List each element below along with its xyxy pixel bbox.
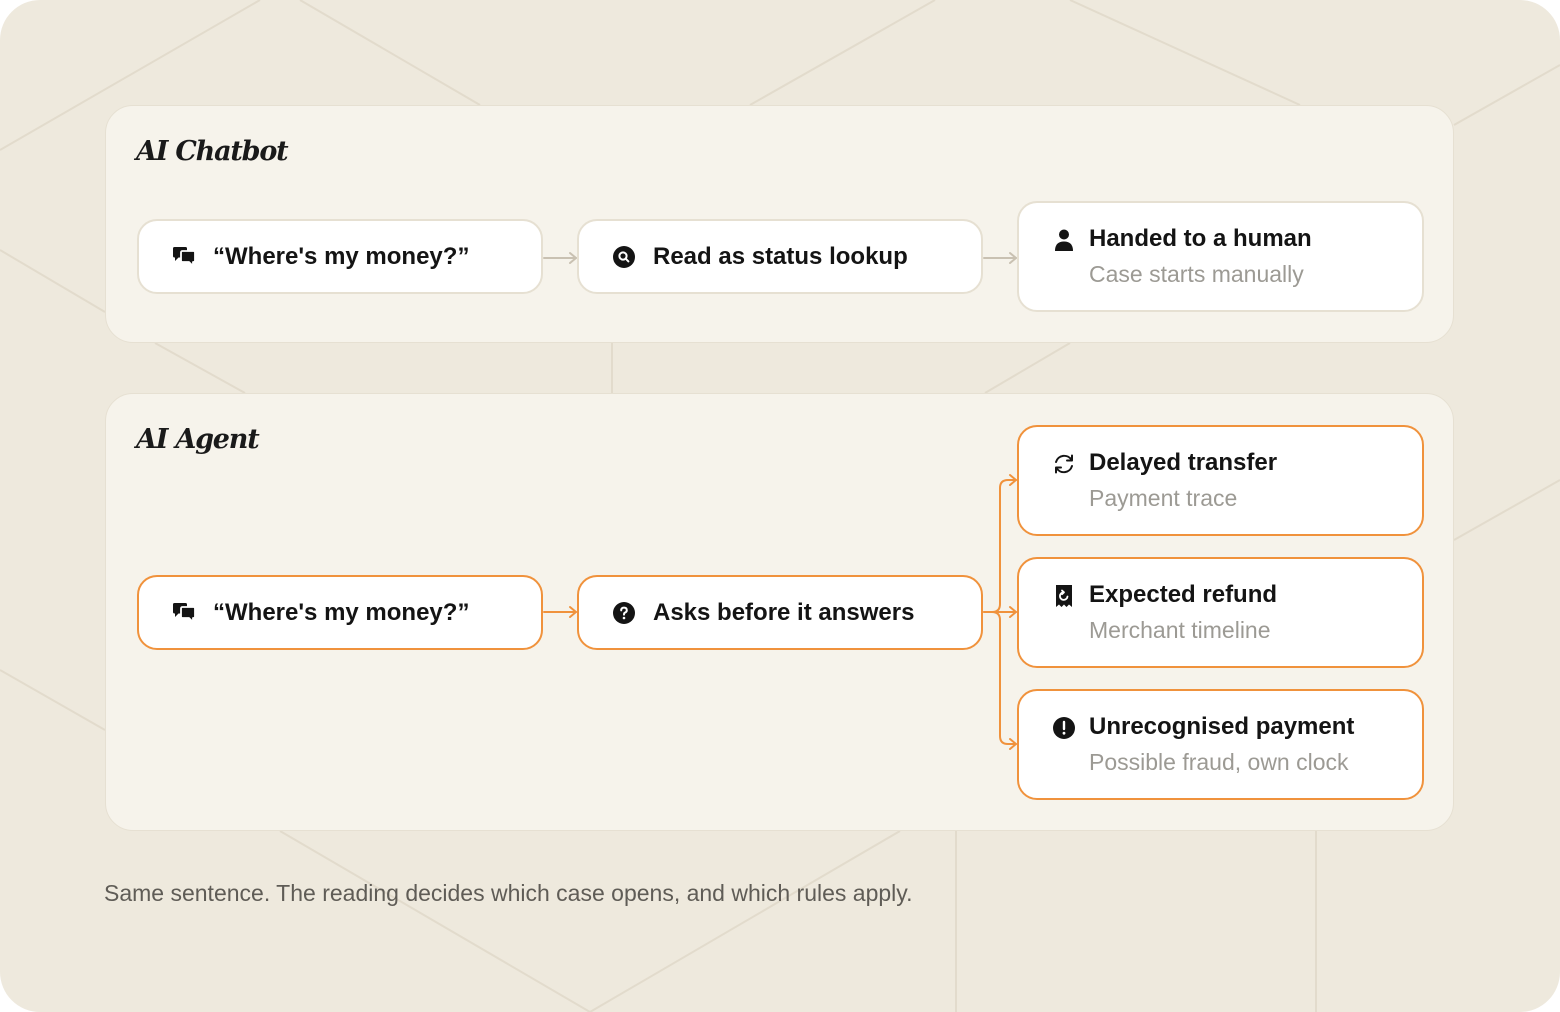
- outcome-subtitle: Possible fraud, own clock: [1089, 749, 1349, 775]
- alert-circle-icon: [1053, 717, 1075, 739]
- chatbot-panel-title: AI Chatbot: [136, 136, 289, 167]
- agent-outcome-delayed-transfer: Delayed transfer Payment trace: [1017, 425, 1424, 536]
- chatbot-outcome-subtitle: Case starts manually: [1089, 261, 1304, 287]
- person-icon: [1055, 229, 1073, 251]
- outcome-subtitle: Payment trace: [1089, 485, 1238, 511]
- question-circle-icon: [613, 601, 635, 624]
- outcome-subtitle: Merchant timeline: [1089, 617, 1271, 643]
- search-circle-icon: [613, 245, 635, 268]
- chatbot-interpret-node: Read as status lookup: [577, 219, 983, 294]
- chatbot-panel: AI Chatbot “Where's my money?” Read as s…: [105, 105, 1454, 343]
- agent-interpret-node: Asks before it answers: [577, 575, 983, 650]
- agent-outcome-expected-refund: Expected refund Merchant timeline: [1017, 557, 1424, 668]
- chatbot-outcome-node: Handed to a human Case starts manually: [1017, 201, 1424, 312]
- outcome-title: Expected refund: [1089, 581, 1278, 608]
- chat-bubbles-icon: [173, 602, 196, 623]
- receipt-refund-icon: [1056, 585, 1072, 607]
- chat-bubbles-icon: [173, 246, 196, 267]
- agent-input-label: “Where's my money?”: [213, 598, 470, 626]
- agent-panel-title: AI Agent: [136, 424, 260, 455]
- agent-panel: AI Agent “Where's my money?” Asks before…: [105, 393, 1454, 831]
- refresh-icon: [1055, 454, 1073, 474]
- agent-input-node: “Where's my money?”: [137, 575, 543, 650]
- chatbot-input-node: “Where's my money?”: [137, 219, 543, 294]
- outcome-title: Delayed transfer: [1089, 449, 1278, 476]
- chatbot-input-label: “Where's my money?”: [213, 242, 470, 270]
- caption: Same sentence. The reading decides which…: [104, 880, 913, 906]
- chatbot-interpret-label: Read as status lookup: [653, 242, 908, 270]
- outcome-title: Unrecognised payment: [1089, 713, 1355, 740]
- agent-outcome-unrecognised-payment: Unrecognised payment Possible fraud, own…: [1017, 689, 1424, 800]
- agent-interpret-label: Asks before it answers: [653, 598, 915, 626]
- chatbot-outcome-title: Handed to a human: [1089, 225, 1312, 252]
